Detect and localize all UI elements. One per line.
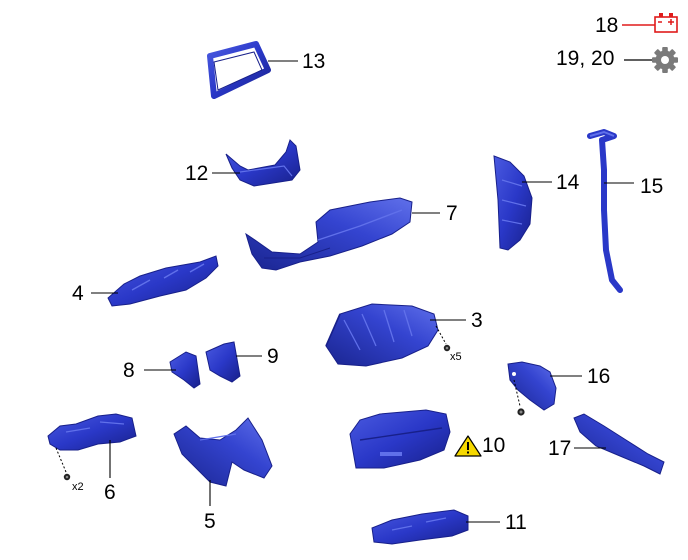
part-8-side-cover-left — [169, 351, 201, 389]
part-7-instrument-panel-pad — [245, 197, 413, 271]
legend-19-20-label: 19, 20 — [556, 47, 615, 70]
part-11-label: 11 — [505, 511, 527, 534]
warning-icon — [454, 435, 482, 457]
part-14-side-panel — [493, 155, 533, 251]
part-15-weatherstrip-trim — [587, 129, 623, 293]
part-16-cowl-side-trim — [507, 361, 557, 411]
part-13-label: 13 — [302, 50, 326, 73]
part-6-label: 6 — [104, 481, 116, 504]
part-6-qty: x2 — [72, 481, 84, 493]
part-5-label: 5 — [204, 510, 216, 533]
part-17-scuff-plate — [573, 413, 665, 475]
part-17-label: 17 — [548, 437, 572, 460]
part-13-display-frame — [207, 41, 271, 99]
part-8-label: 8 — [123, 359, 135, 382]
part-4-lower-panel-left — [107, 255, 219, 307]
part-11-lower-bracket — [371, 509, 469, 545]
part-6-screw-icon — [55, 447, 71, 481]
part-10-label: 10 — [482, 434, 506, 457]
part-5-console-lower-panel — [173, 417, 273, 487]
part-3-screw-icon — [435, 325, 451, 352]
part-3-glove-box-housing — [325, 303, 439, 367]
part-9-side-cover-right — [205, 341, 241, 383]
part-6-lower-finish-panel — [47, 413, 137, 451]
legend-18-label: 18 — [595, 14, 619, 37]
part-4-label: 4 — [72, 282, 84, 305]
battery-icon — [654, 13, 678, 33]
part-9-label: 9 — [267, 345, 279, 368]
part-12-label: 12 — [185, 162, 209, 185]
part-3-label: 3 — [471, 309, 483, 332]
gear-icon — [652, 47, 678, 73]
part-7-label: 7 — [446, 202, 458, 225]
part-16-label: 16 — [587, 365, 611, 388]
part-3-qty: x5 — [450, 351, 462, 363]
part-12-center-upper-bezel — [225, 139, 301, 187]
part-10-glove-box-door — [349, 409, 451, 469]
part-14-label: 14 — [556, 171, 580, 194]
part-16-clip-icon — [513, 379, 525, 416]
part-15-label: 15 — [640, 175, 664, 198]
